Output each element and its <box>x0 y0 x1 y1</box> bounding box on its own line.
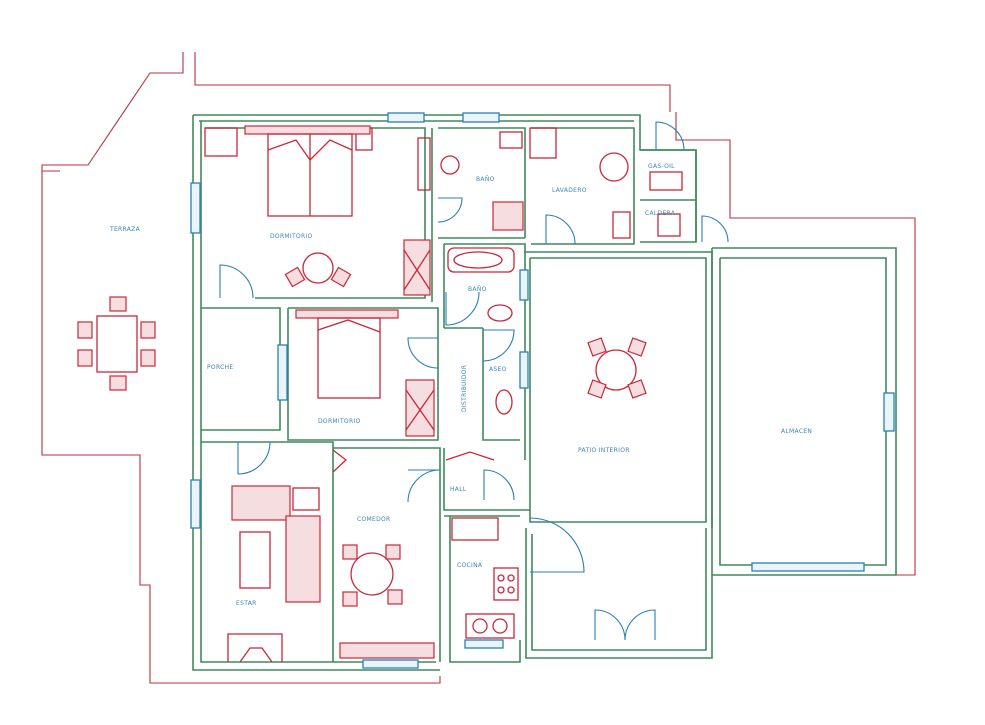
chair <box>342 591 358 607</box>
door-aseo <box>482 329 515 362</box>
furniture <box>77 125 683 663</box>
label-distribuidor: DISTRIBUIDOR <box>461 365 468 412</box>
fireplace <box>227 633 283 662</box>
chair <box>342 544 358 560</box>
window-porche-right <box>277 344 288 401</box>
label-lavadero: LAVADERO <box>552 187 587 194</box>
dining-table <box>350 552 394 596</box>
toilet <box>499 131 523 149</box>
sofa <box>285 515 321 603</box>
sideboard <box>339 642 435 659</box>
chair <box>140 321 156 339</box>
label-dormitorio-2: DORMITORIO <box>318 418 361 425</box>
door-bano-2 <box>445 291 480 326</box>
chair <box>109 375 127 391</box>
desk <box>417 137 431 191</box>
label-hall: HALL <box>450 486 467 493</box>
sink <box>440 155 460 175</box>
window-comedor-bottom <box>362 659 419 669</box>
kitchen-sink <box>465 613 515 639</box>
label-almacen: ALMACEN <box>781 428 812 435</box>
label-comedor: COMEDOR <box>357 516 391 523</box>
cabinet <box>612 211 631 239</box>
door-cocina-patio <box>529 517 585 573</box>
headboard <box>295 309 399 319</box>
round-table <box>302 252 334 284</box>
gas-oil-tank <box>649 171 683 191</box>
armchair <box>292 487 320 511</box>
window-estar-left <box>190 479 201 529</box>
window-almacen-right <box>883 392 895 432</box>
chair <box>284 266 306 288</box>
door-porche <box>237 441 271 475</box>
coffee-table <box>239 531 271 589</box>
door-double-right <box>624 609 656 641</box>
patio-table <box>595 349 637 391</box>
headboard <box>244 125 371 135</box>
window-cocina-bottom <box>464 639 504 649</box>
label-gas-oil: GAS-OIL <box>648 163 675 170</box>
door-hall-left <box>407 469 441 503</box>
label-terraza: TERRAZA <box>109 226 141 233</box>
shower <box>492 201 524 231</box>
stove <box>493 567 519 601</box>
stairs-marker <box>332 449 348 473</box>
chair <box>627 337 647 357</box>
label-bano-1: BAÑO <box>476 176 495 183</box>
washer <box>529 127 557 159</box>
window-dormitorio-left <box>190 182 201 234</box>
door-dormitorio-1 <box>219 264 254 299</box>
label-porche: PORCHE <box>207 364 234 371</box>
doors <box>219 121 729 641</box>
chair <box>330 266 352 288</box>
chair <box>587 337 607 357</box>
door-dormitorio-2 <box>407 337 439 369</box>
label-patio-interior: PATIO INTERIOR <box>578 447 630 454</box>
chair <box>77 321 93 339</box>
chair <box>627 379 647 399</box>
boiler <box>657 213 681 237</box>
stairs-marker <box>445 451 495 461</box>
bathtub <box>447 247 515 273</box>
label-cocina: COCINA <box>457 562 483 569</box>
door-double-left <box>594 609 626 641</box>
window-bano-top <box>462 112 500 123</box>
chair <box>77 349 93 367</box>
door-caldera <box>701 215 729 243</box>
door-gas-oil <box>655 121 685 151</box>
door-bano-1 <box>437 197 463 223</box>
chair <box>587 379 607 399</box>
window-aseo-right <box>519 351 529 389</box>
round-appliance <box>599 152 629 182</box>
label-estar: ESTAR <box>236 600 257 607</box>
door-lavadero <box>545 214 576 245</box>
window-bano2-right <box>519 269 529 301</box>
toilet <box>495 389 513 415</box>
nightstand <box>204 127 238 157</box>
sink <box>487 304 513 322</box>
wardrobe <box>405 379 435 437</box>
chair <box>140 349 156 367</box>
label-aseo: ASEO <box>489 366 507 373</box>
chair <box>109 296 127 312</box>
room-labels: TERRAZA DORMITORIO BAÑO LAVADERO GAS-OIL… <box>109 163 812 607</box>
window-dormitorio-top <box>387 112 425 123</box>
door-hall-right <box>483 469 515 501</box>
label-bano-2: BAÑO <box>468 286 487 293</box>
label-dormitorio-1: DORMITORIO <box>270 233 313 240</box>
terrace-table <box>96 315 138 373</box>
site-outline <box>41 52 916 684</box>
windows <box>190 112 895 669</box>
sofa <box>231 485 291 521</box>
label-caldera: CALDERA <box>645 210 676 217</box>
wardrobe <box>403 239 431 296</box>
window-almacen-bottom <box>751 562 865 572</box>
chair <box>385 544 401 560</box>
double-bed <box>317 317 381 399</box>
counter <box>451 517 499 541</box>
chair <box>387 589 403 605</box>
